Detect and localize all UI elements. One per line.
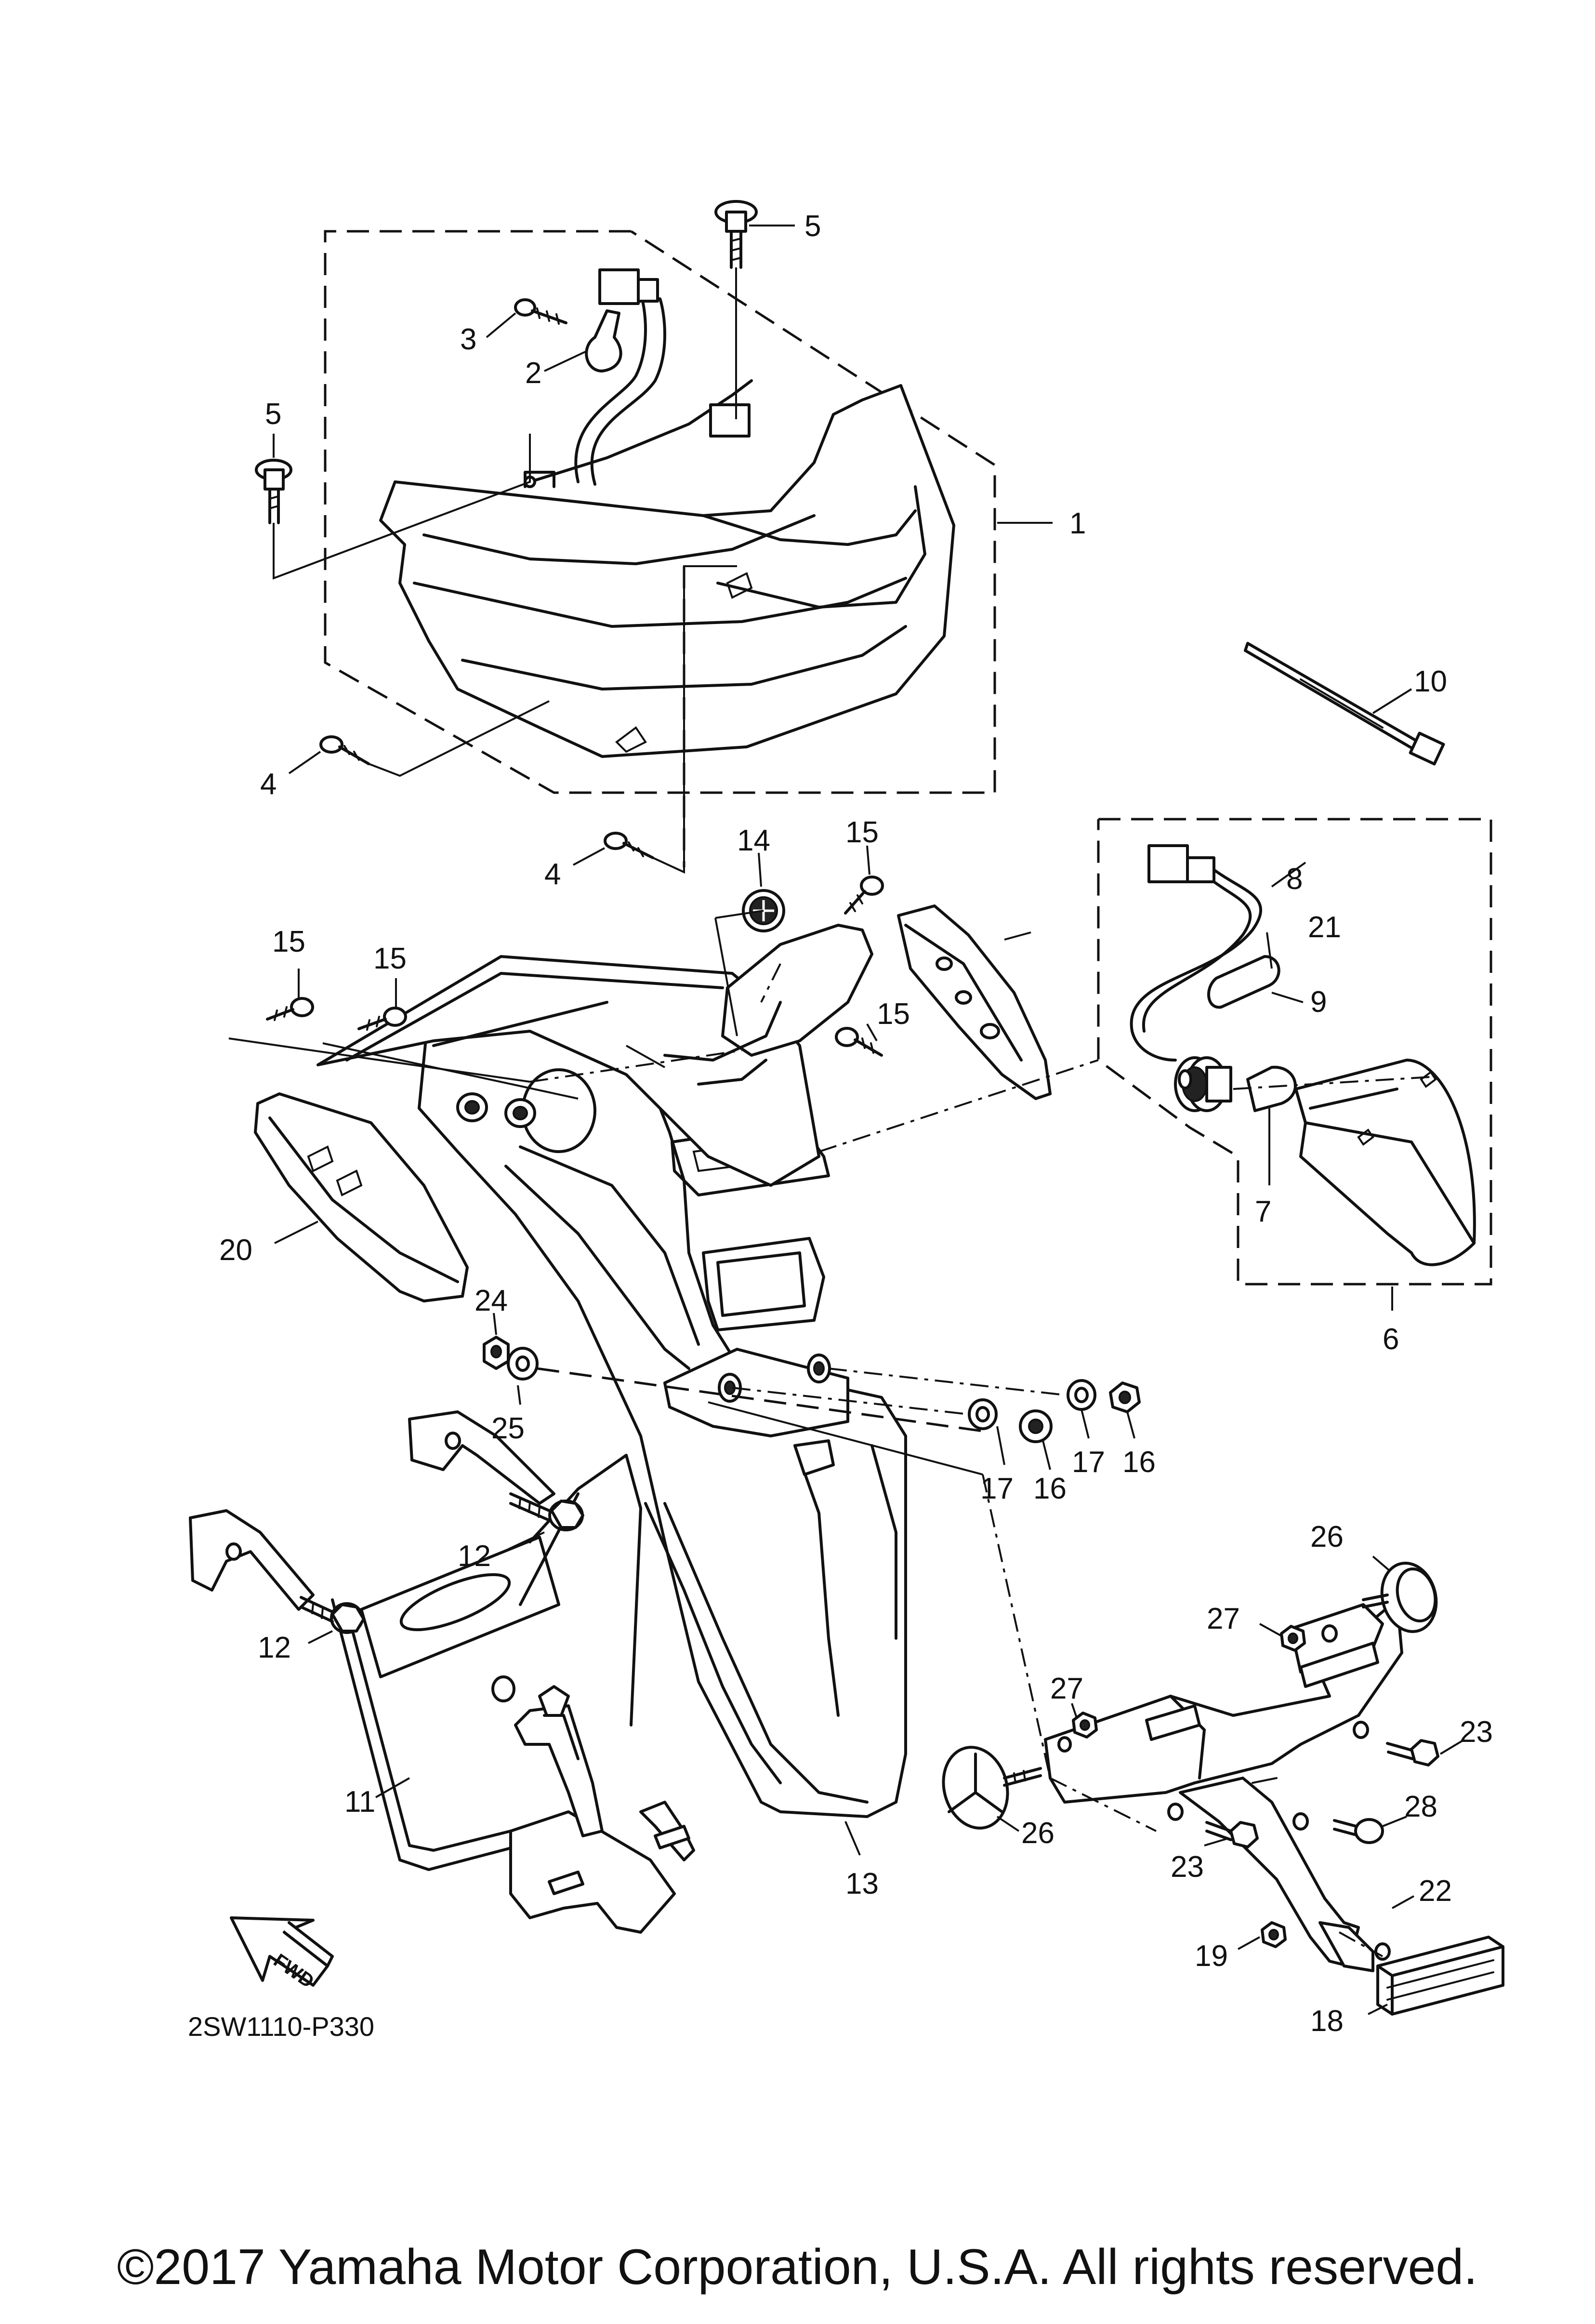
washer-25-icon — [507, 1347, 539, 1381]
bolt-5-left-icon — [255, 459, 292, 524]
tail-cowl-icon — [316, 924, 873, 1187]
screw-4-lower-icon — [604, 832, 654, 859]
bulb-7-icon — [1246, 1065, 1297, 1112]
callout-14: 14 — [737, 824, 770, 857]
stud-bolt-icon — [548, 1825, 690, 1895]
callout-4-upper: 4 — [260, 768, 277, 801]
nut-24-icon — [483, 1336, 510, 1370]
cable-tie-icon — [1244, 642, 1445, 766]
nut-19-icon — [1261, 1921, 1287, 1948]
nut-27-upper-icon — [1280, 1625, 1306, 1652]
drawing-code: 2SW1110-P330 — [188, 2011, 374, 2042]
socket-icon — [1174, 1056, 1232, 1112]
callouts: 5 3 2 5 1 10 4 4 14 15 8 21 9 15 15 15 — [219, 210, 1493, 2038]
rear-fender-13-icon — [418, 999, 907, 1818]
callout-27-lower: 27 — [1050, 1672, 1083, 1705]
bolt-23-right-icon — [1386, 1739, 1439, 1766]
light-mount-boss-icon — [709, 403, 751, 438]
callout-5-left: 5 — [265, 398, 281, 431]
license-light-wire — [1130, 844, 1263, 1062]
reflector-18-icon — [1376, 1936, 1504, 2016]
callout-23-right: 23 — [1460, 1715, 1493, 1749]
callout-10: 10 — [1414, 665, 1447, 698]
callout-16-right: 16 — [1122, 1446, 1156, 1479]
nut-27-lower-icon — [1072, 1712, 1098, 1739]
callout-17-left: 17 — [980, 1472, 1014, 1505]
bolt-12-upper-icon — [509, 1492, 584, 1531]
tail-light-wire — [574, 268, 666, 486]
callout-21: 21 — [1308, 911, 1341, 944]
callout-28: 28 — [1404, 1790, 1437, 1823]
callout-15-top: 15 — [845, 816, 879, 849]
screw-3-icon — [514, 298, 567, 325]
callout-27-upper: 27 — [1207, 1602, 1240, 1635]
callout-3: 3 — [460, 323, 476, 356]
side-cover-20-icon — [254, 1092, 469, 1302]
license-light-lens-icon — [1294, 1059, 1476, 1266]
callout-6: 6 — [1383, 1323, 1399, 1356]
callout-7: 7 — [1255, 1195, 1271, 1228]
tail-light-unit — [379, 379, 955, 758]
side-cover-21-icon — [897, 904, 1052, 1100]
wire-clamp-icon — [585, 309, 622, 372]
callout-25: 25 — [491, 1412, 525, 1445]
callout-11: 11 — [344, 1785, 375, 1819]
callout-18: 18 — [1310, 2005, 1344, 2038]
license-bracket-icon — [1044, 1598, 1403, 1972]
nut-16-right-icon — [1109, 1381, 1141, 1413]
callout-8: 8 — [1286, 863, 1303, 896]
collar-17-right-icon — [1067, 1379, 1096, 1411]
screw-4-upper-icon — [319, 735, 370, 765]
callout-2: 2 — [525, 357, 541, 390]
bracket-11-icon — [189, 1410, 695, 1934]
callout-22: 22 — [1419, 1874, 1452, 1908]
bolt-12-lower-icon — [300, 1596, 365, 1634]
group-6-boundary — [1097, 818, 1492, 1286]
group-1-boundary — [324, 230, 996, 794]
callout-4-lower: 4 — [544, 858, 561, 891]
callout-13: 13 — [845, 1867, 879, 1900]
screw-15-d-icon — [835, 1027, 883, 1057]
callout-15-left: 15 — [272, 925, 305, 958]
bolt-28-icon — [1333, 1818, 1384, 1844]
screw-15-c-icon — [844, 876, 884, 915]
callout-12-lower: 12 — [258, 1631, 291, 1664]
callout-12-upper: 12 — [458, 1540, 491, 1573]
callout-15-right: 15 — [877, 997, 910, 1031]
callout-17-right: 17 — [1072, 1446, 1105, 1479]
screw-15-b-icon — [357, 1007, 407, 1031]
screw-15-a-icon — [266, 997, 314, 1021]
sleeve-9-icon — [1207, 955, 1280, 1009]
callout-20: 20 — [219, 1234, 252, 1267]
callout-9: 9 — [1310, 985, 1327, 1019]
copyright-notice: ©2017 Yamaha Motor Corporation, U.S.A. A… — [117, 2239, 1477, 2295]
tail-light-coupler-icon — [598, 268, 640, 305]
callout-19: 19 — [1195, 1939, 1228, 1973]
callout-26-left: 26 — [1021, 1817, 1055, 1850]
reflector-26-left-icon — [942, 1746, 1042, 1830]
collar-17-left-icon — [968, 1398, 998, 1430]
reflector-26-right-icon — [1362, 1562, 1438, 1633]
callout-26-right: 26 — [1310, 1520, 1344, 1554]
callout-16-left: 16 — [1033, 1472, 1067, 1505]
nut-16-left-icon — [1019, 1409, 1053, 1443]
bolt-5-top-icon — [714, 200, 758, 269]
callout-24: 24 — [475, 1284, 508, 1317]
callout-5-top: 5 — [804, 210, 821, 243]
callout-1: 1 — [1069, 507, 1086, 540]
callout-23-left: 23 — [1171, 1850, 1204, 1884]
fwd-arrow-icon: FWD — [230, 1916, 334, 1992]
callout-15-mid: 15 — [373, 942, 407, 975]
